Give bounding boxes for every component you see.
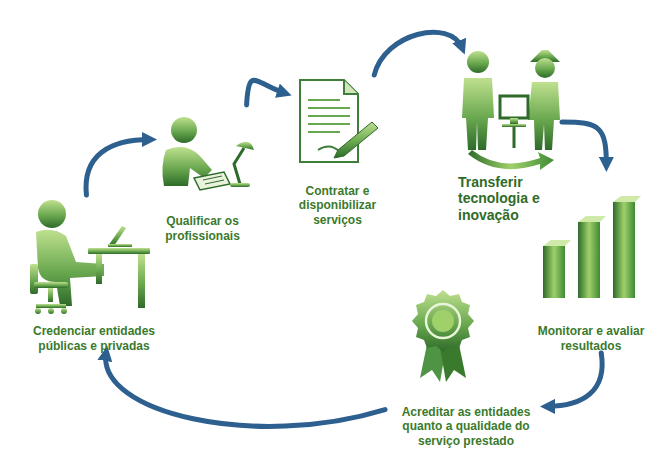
step-label: Transferir tecnologia e inovação (458, 174, 562, 224)
desk-worker-icon (30, 200, 150, 314)
step-node: Contratar e disponibilizar serviços (285, 75, 390, 227)
cycle-arrow (562, 122, 606, 165)
bar-chart-icon (543, 196, 641, 298)
technology-transfer-icon (462, 50, 560, 170)
cycle-arrow (247, 80, 285, 105)
cycle-arrow (374, 32, 462, 75)
step-node: Qualificar os profissionais (150, 105, 255, 243)
step-label: Credenciar entidades públicas e privadas (18, 324, 170, 353)
step-label: Contratar e disponibilizar serviços (285, 184, 390, 227)
step-node: Transferir tecnologia e inovação (458, 48, 562, 224)
step-node: Acreditar as entidades quanto a qualidad… (385, 288, 547, 448)
cycle-arrow (547, 353, 602, 406)
study-icon (162, 117, 254, 190)
quality-rosette-icon (412, 290, 474, 382)
step-label: Qualificar os profissionais (150, 214, 255, 243)
step-node: Credenciar entidades públicas e privadas (18, 195, 170, 353)
step-label: Monitorar e avaliar resultados (527, 324, 655, 353)
cycle-arrow (86, 140, 150, 196)
step-node: Monitorar e avaliar resultados (527, 165, 655, 353)
contract-icon (300, 80, 378, 162)
cycle-arrow (106, 353, 385, 426)
step-label: Acreditar as entidades quanto a qualidad… (385, 405, 547, 448)
